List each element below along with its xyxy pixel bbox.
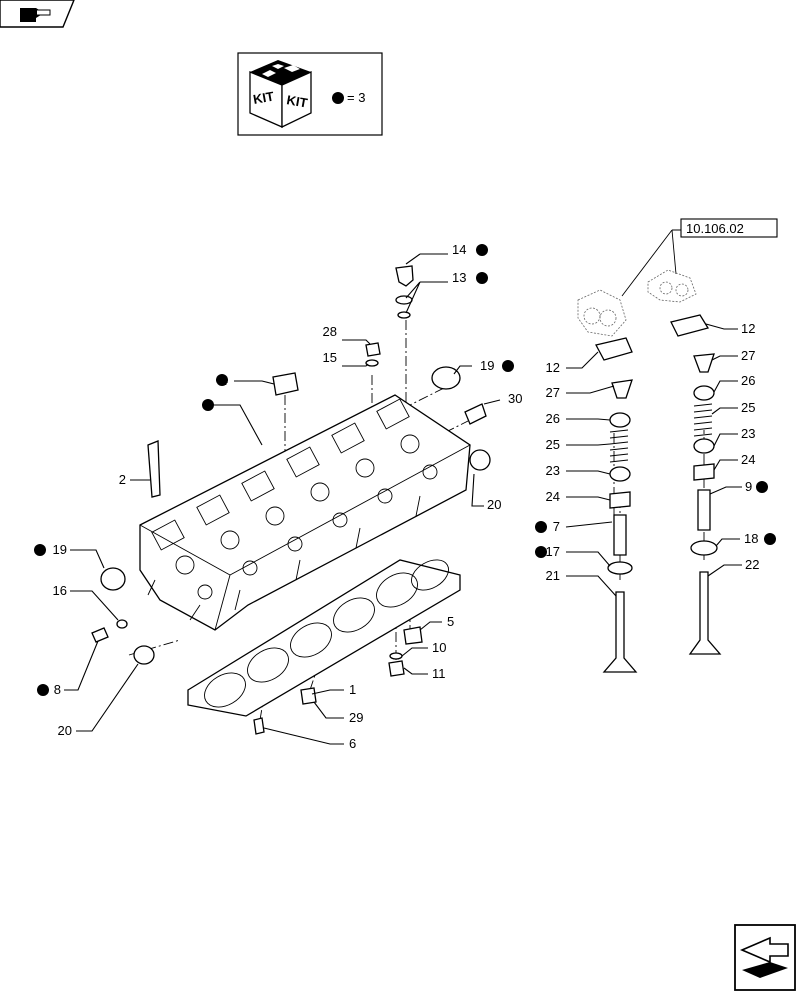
part-14: [395, 265, 414, 287]
callout-27[interactable]: 27: [741, 348, 755, 363]
callout-24[interactable]: 24: [546, 489, 560, 504]
callout-5[interactable]: 5: [447, 614, 454, 629]
part-8: [91, 627, 109, 643]
callout-16[interactable]: 16: [53, 583, 67, 598]
kit-marker-dot: [476, 272, 488, 284]
callout-26[interactable]: 26: [741, 373, 755, 388]
callout-6[interactable]: 6: [349, 736, 356, 751]
kit-marker-dot: [535, 521, 547, 533]
valve-train-left: [595, 337, 638, 673]
kit-box-icon: KIT KIT: [249, 60, 312, 129]
prev-page-badge[interactable]: [0, 0, 75, 28]
part-29: [300, 687, 317, 705]
reference-link[interactable]: 10.106.02: [621, 218, 778, 297]
callout-26[interactable]: 26: [546, 411, 560, 426]
rocker-ghost-reference: [577, 269, 697, 337]
part-19-left: [100, 567, 126, 591]
callout-2[interactable]: 2: [119, 472, 126, 487]
small-parts: [91, 265, 491, 735]
callout-9[interactable]: 9: [745, 479, 752, 494]
callout-7[interactable]: 7: [553, 519, 560, 534]
kit-marker-dot: [476, 244, 488, 256]
callout-10[interactable]: 10: [432, 640, 446, 655]
callout-14[interactable]: 14: [452, 242, 466, 257]
part-6: [253, 717, 265, 735]
part-19-top: [431, 366, 461, 390]
callout-29[interactable]: 29: [349, 710, 363, 725]
callout-19[interactable]: 19: [53, 542, 67, 557]
part-30: [464, 403, 487, 425]
callout-25[interactable]: 25: [741, 400, 755, 415]
head-gasket: [187, 559, 461, 717]
callout-1[interactable]: 1: [349, 682, 356, 697]
kit-marker-dot: [764, 533, 776, 545]
part-16: [116, 619, 128, 629]
book-arrow-icon: [20, 8, 51, 22]
part-20-left: [133, 645, 155, 665]
cylinder-head: [139, 394, 471, 631]
valve-train-right: [670, 314, 722, 655]
kit-marker-dot: [502, 360, 514, 372]
part-13b: [397, 311, 411, 319]
kit-marker-dot: [202, 399, 214, 411]
callout-17[interactable]: 17: [546, 544, 560, 559]
kit-logo-right: KIT: [285, 92, 308, 110]
callout-24[interactable]: 24: [741, 452, 755, 467]
part-13a: [395, 295, 413, 305]
callout-11[interactable]: 11: [432, 666, 446, 681]
reference-label: 10.106.02: [686, 221, 744, 236]
callout-19[interactable]: 19: [480, 358, 494, 373]
kit-marker-dot: [216, 374, 228, 386]
book-arrow-left-icon: [739, 936, 789, 978]
callout-13[interactable]: 13: [452, 270, 466, 285]
part-5: [403, 626, 423, 645]
callout-30[interactable]: 30: [508, 391, 522, 406]
callout-22[interactable]: 22: [745, 557, 759, 572]
callout-12[interactable]: 12: [741, 321, 755, 336]
callout-labels: 1245678910111212131415161718191920202122…: [34, 242, 776, 751]
part-10: [389, 652, 403, 660]
part-4: [272, 372, 299, 396]
part-28: [365, 342, 381, 357]
callout-25[interactable]: 25: [546, 437, 560, 452]
kit-legend-dot: [332, 92, 344, 104]
kit-logo-left: KIT: [252, 89, 275, 107]
kit-legend-text: = 3: [347, 90, 365, 105]
part-20-right: [469, 449, 491, 471]
callout-8[interactable]: 8: [54, 682, 61, 697]
leader-lines: [64, 253, 742, 745]
kit-marker-dot: [34, 544, 46, 556]
part-15: [365, 359, 379, 367]
kit-marker-dot: [535, 546, 547, 558]
callout-20[interactable]: 20: [487, 497, 501, 512]
part-11: [388, 660, 405, 677]
callout-27[interactable]: 27: [546, 385, 560, 400]
next-page-badge[interactable]: [734, 924, 796, 991]
kit-legend: KIT KIT = 3: [237, 52, 383, 136]
kit-marker-dot: [756, 481, 768, 493]
callout-23[interactable]: 23: [741, 426, 755, 441]
callout-21[interactable]: 21: [546, 568, 560, 583]
callout-15[interactable]: 15: [323, 350, 337, 365]
kit-marker-dot: [37, 684, 49, 696]
part-2-bolt: [147, 440, 161, 498]
callout-18[interactable]: 18: [744, 531, 758, 546]
callout-20[interactable]: 20: [58, 723, 72, 738]
callout-28[interactable]: 28: [323, 324, 337, 339]
callout-12[interactable]: 12: [546, 360, 560, 375]
callout-23[interactable]: 23: [546, 463, 560, 478]
